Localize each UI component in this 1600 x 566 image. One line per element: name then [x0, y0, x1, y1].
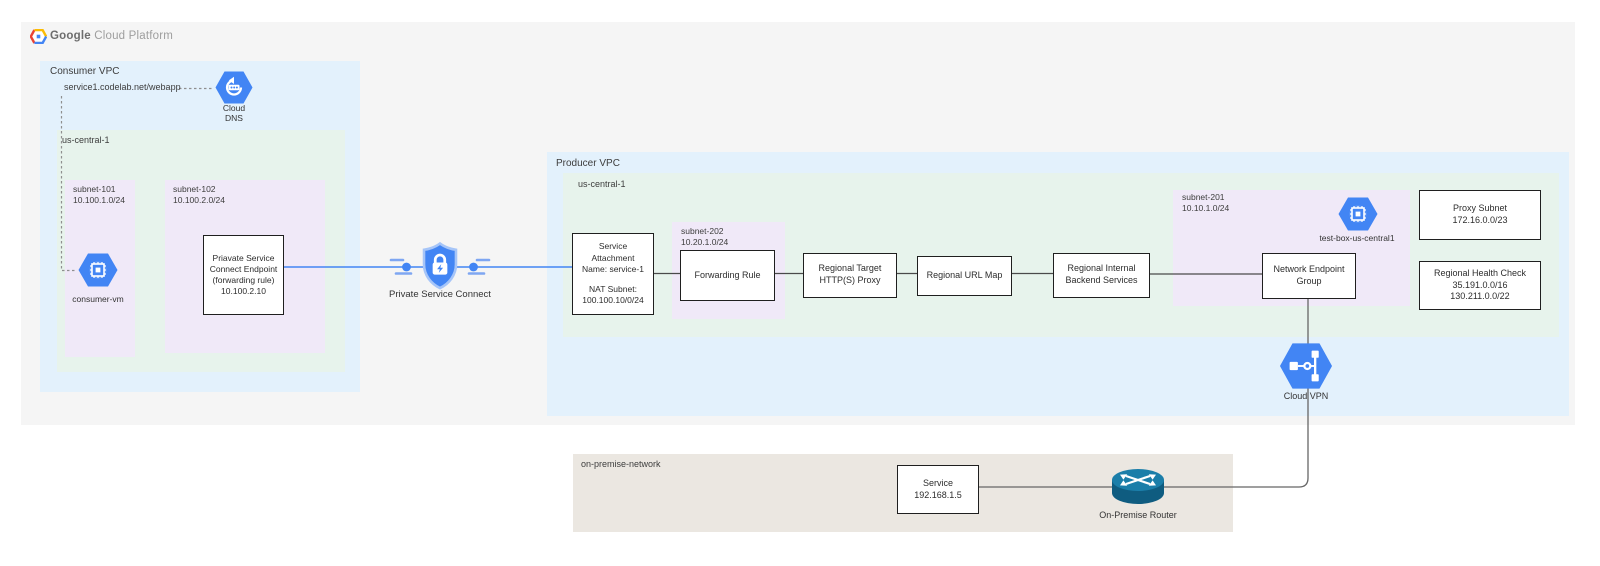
- psc-caption: Private Service Connect: [389, 289, 491, 300]
- url-map-label: Regional URL Map: [926, 269, 1003, 280]
- target-proxy-line1: Regional Target: [818, 263, 882, 274]
- service-line1: Service: [922, 477, 953, 488]
- test-box-caption: test-box-us-central1: [1319, 233, 1395, 243]
- psc-endpoint-node: Priavate Service Connect Endpoint (forwa…: [203, 235, 284, 315]
- producer-region-label: us-central-1: [578, 179, 626, 189]
- forwarding-rule-node: Forwarding Rule: [680, 250, 775, 301]
- consumer-region-label: us-central-1: [62, 135, 110, 145]
- consumer-vm-caption: consumer-vm: [72, 294, 124, 304]
- network-endpoint-group-node: Network Endpoint Group: [1262, 253, 1356, 299]
- health-check-line2: 35.191.0.0/16: [1452, 279, 1508, 290]
- service-attachment-line4: NAT Subnet:: [589, 284, 637, 295]
- forwarding-rule-label: Forwarding Rule: [694, 269, 761, 280]
- logo-cloud-platform: Cloud Platform: [94, 30, 174, 42]
- service-attachment-line3: Name: service-1: [582, 263, 644, 274]
- subnet-101-cidr: 10.100.1.0/24: [73, 195, 125, 205]
- proxy-subnet-node: Proxy Subnet 172.16.0.0/23: [1419, 190, 1541, 240]
- subnet-201-name: subnet-201: [1182, 192, 1225, 202]
- psc-endpoint-line2: Connect Endpoint: [209, 263, 278, 274]
- service-attachment-line5: 100.100.10/0/24: [582, 295, 644, 306]
- subnet-202-name: subnet-202: [681, 226, 724, 236]
- subnet-202-cidr: 10.20.1.0/24: [681, 237, 729, 247]
- psc-endpoint-line3: (forwarding rule): [212, 275, 275, 285]
- subnet-102-cidr: 10.100.2.0/24: [173, 195, 225, 205]
- dns-record-label: service1.codelab.net/webapp: [64, 82, 181, 92]
- health-check-line1: Regional Health Check: [1433, 267, 1527, 278]
- service-attachment-node: Service Attachment Name: service-1 NAT S…: [572, 233, 654, 315]
- consumer-vpc-label: Consumer VPC: [50, 66, 120, 77]
- target-proxy-node: Regional Target HTTP(S) Proxy: [803, 252, 897, 298]
- service-attachment-line1: Service: [598, 241, 628, 252]
- proxy-subnet-line2: 172.16.0.0/23: [1452, 215, 1508, 225]
- subnet-102-name: subnet-102: [173, 184, 216, 194]
- on-premise-label: on-premise-network: [581, 459, 661, 469]
- health-check-node: Regional Health Check 35.191.0.0/16 130.…: [1419, 261, 1541, 310]
- on-premise-router-icon: [1112, 469, 1164, 504]
- router-caption: On-Premise Router: [1099, 510, 1177, 520]
- backend-services-node: Regional Internal Backend Services: [1053, 252, 1150, 298]
- neg-line2: Group: [1296, 276, 1322, 286]
- on-premise-service-node: Service 192.168.1.5: [897, 465, 979, 514]
- psc-endpoint-line1: Priavate Service: [212, 252, 275, 263]
- health-check-line3: 130.211.0.0/22: [1450, 291, 1510, 302]
- neg-line1: Network Endpoint: [1273, 264, 1345, 275]
- proxy-subnet-line1: Proxy Subnet: [1452, 203, 1508, 214]
- cloud-dns-caption: Cloud DNS: [223, 103, 245, 123]
- cloud-vpn-caption: Cloud VPN: [1283, 391, 1329, 401]
- subnet-201-cidr: 10.10.1.0/24: [1182, 203, 1230, 213]
- consumer-vm-icon: [78, 253, 118, 287]
- backend-line2: Backend Services: [1065, 275, 1138, 285]
- subnet-101-name: subnet-101: [73, 184, 116, 194]
- cloud-dns-caption-line1: Cloud: [222, 103, 246, 113]
- backend-line1: Regional Internal: [1067, 263, 1136, 274]
- private-service-connect-icon: [422, 241, 458, 290]
- target-proxy-line2: HTTP(S) Proxy: [819, 275, 881, 285]
- gcp-logo-text: Google Cloud Platform: [50, 30, 173, 42]
- producer-vpc-label: Producer VPC: [556, 158, 620, 169]
- cloud-dns-caption-line2: DNS: [225, 113, 243, 123]
- service-line2: 192.168.1.5: [914, 489, 962, 500]
- psc-endpoint-line4: 10.100.2.10: [221, 286, 266, 297]
- test-box-vm-icon: [1338, 197, 1378, 231]
- logo-google: Google: [50, 30, 91, 42]
- service-attachment-line2: Attachment: [591, 252, 635, 263]
- url-map-node: Regional URL Map: [917, 255, 1012, 296]
- cloud-dns-icon: [215, 71, 253, 104]
- gcp-logo-icon: [30, 29, 47, 44]
- cloud-vpn-icon: [1279, 343, 1333, 389]
